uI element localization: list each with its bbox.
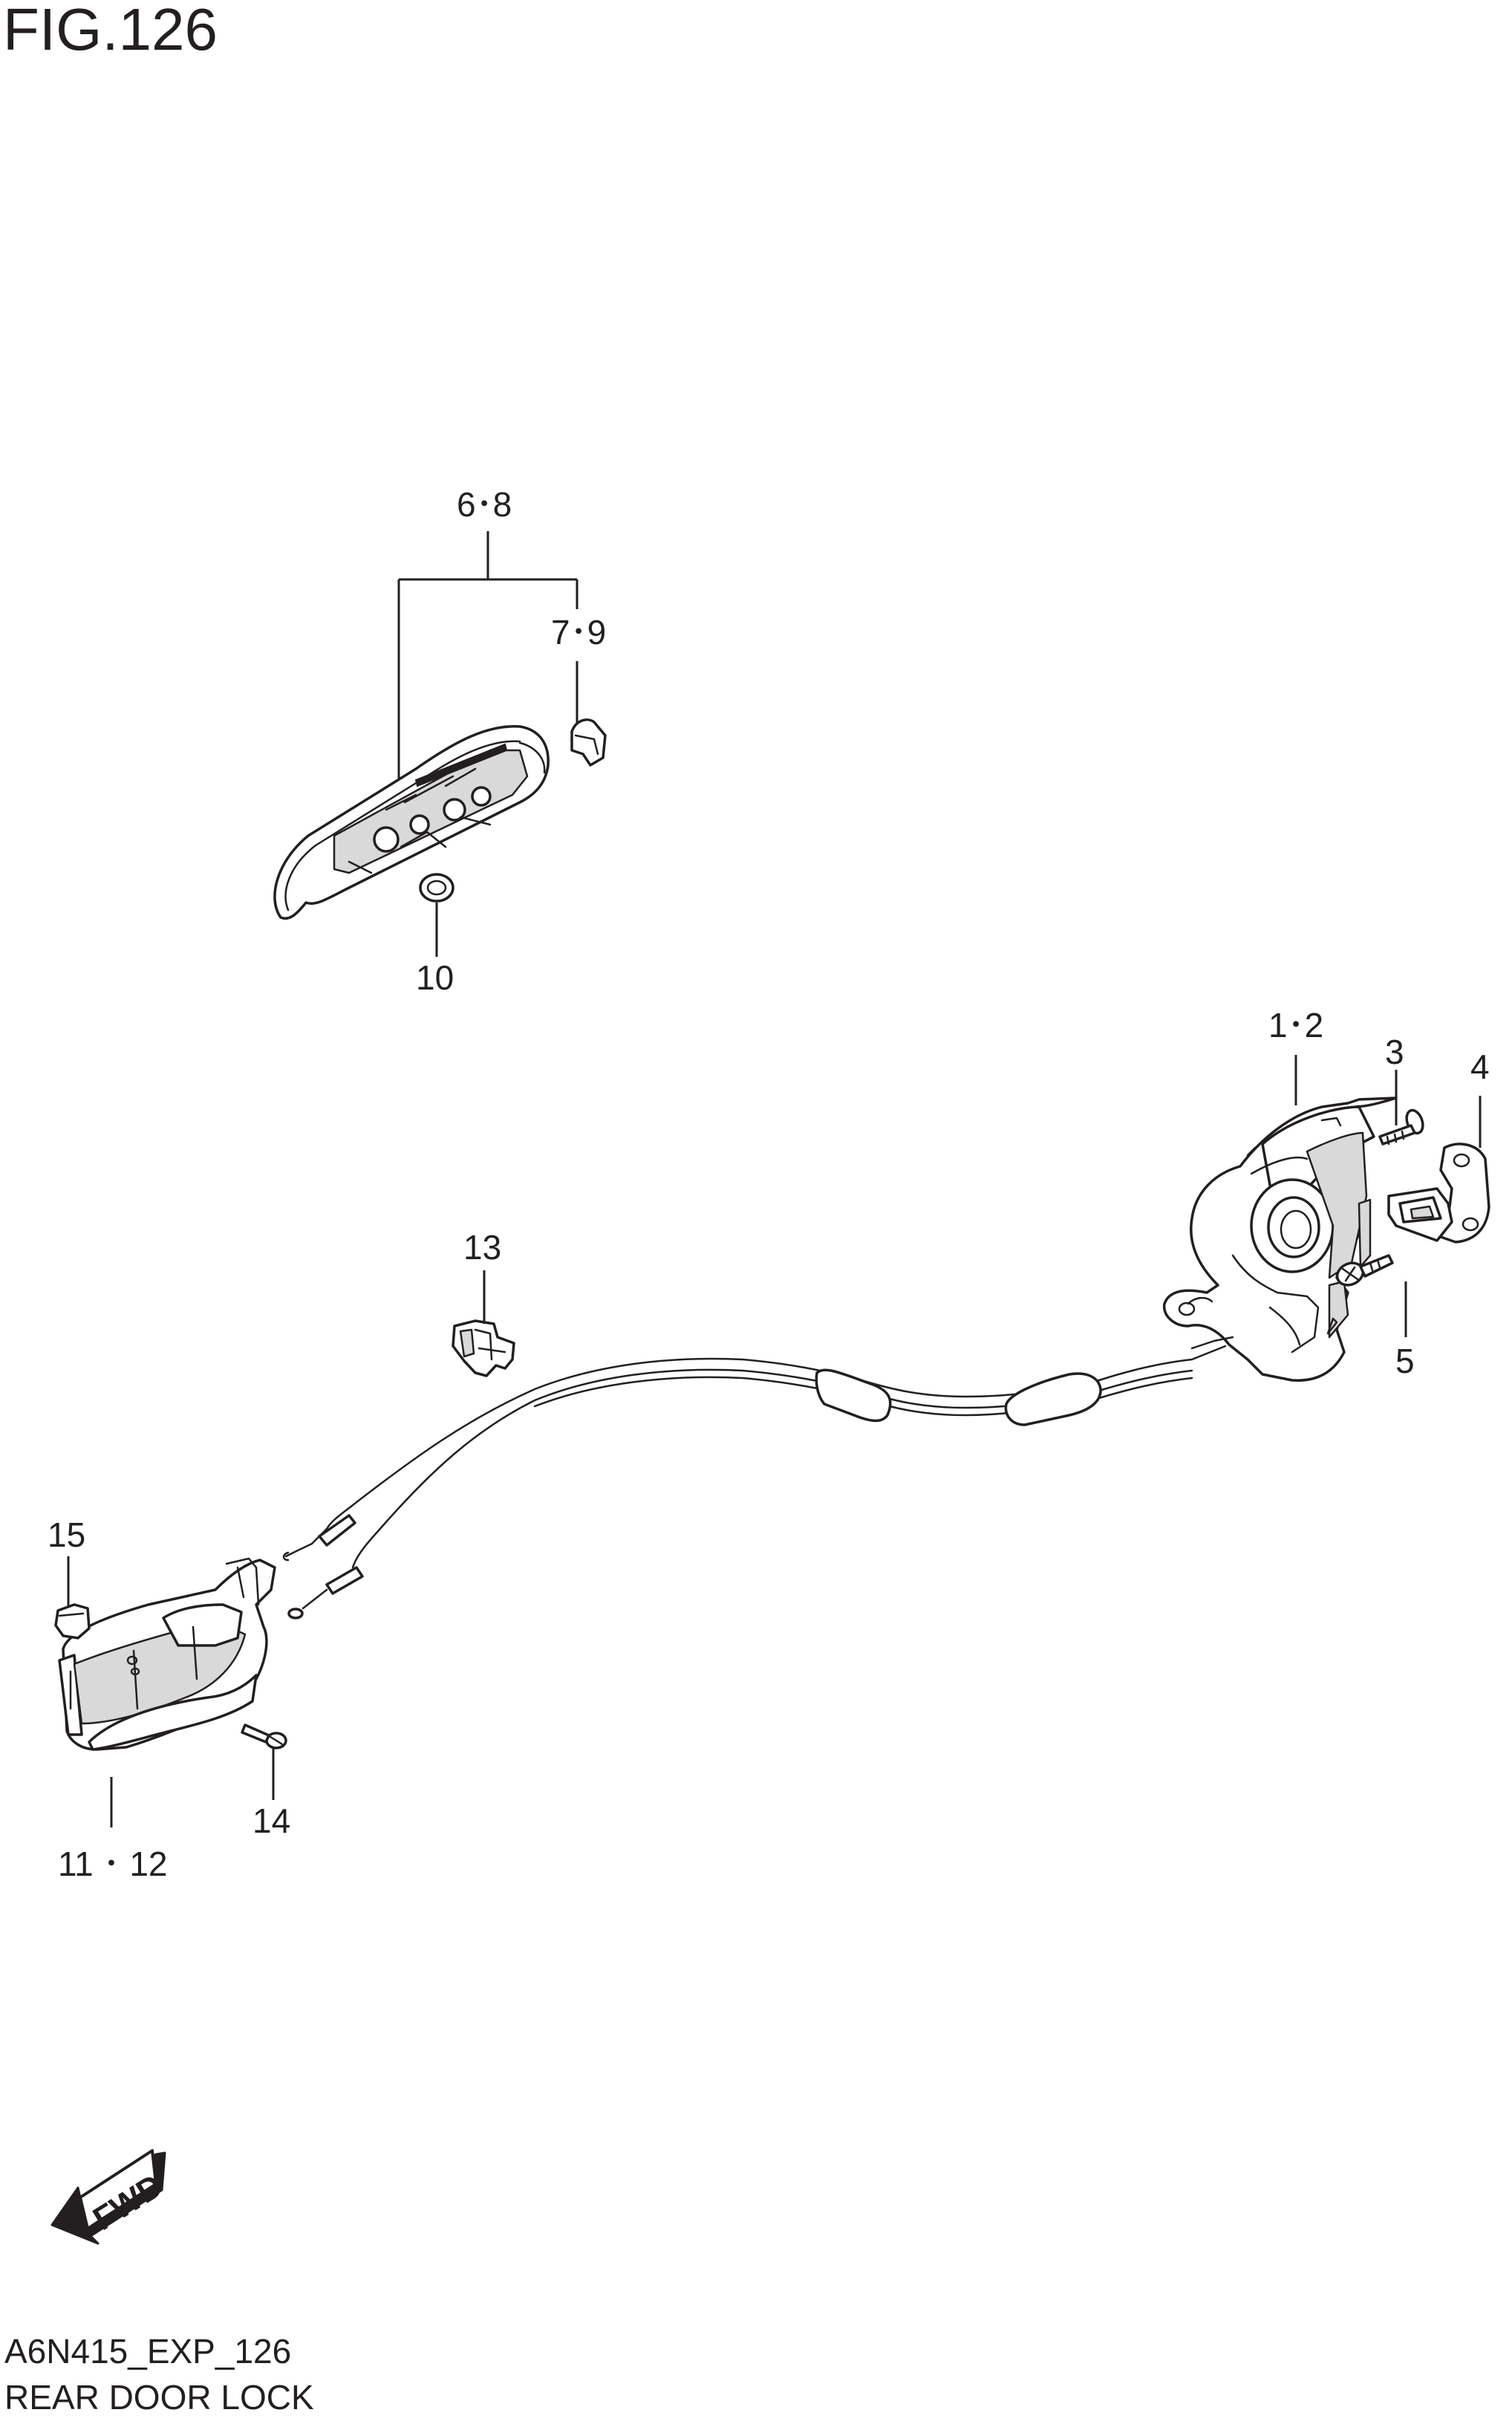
nut-part-10[interactable] <box>419 873 454 903</box>
screw-part-14[interactable] <box>241 1723 287 1749</box>
fwd-arrow-icon: FWD <box>50 2149 169 2245</box>
callout-1-2: 1･2 <box>1268 1006 1323 1044</box>
figure-title: FIG.126 <box>3 0 218 62</box>
callout-15: 15 <box>48 1515 85 1554</box>
callout-3: 3 <box>1385 1033 1404 1071</box>
clip-part-13[interactable] <box>452 1319 515 1377</box>
door-lock-assembly-part-1-2[interactable] <box>1162 1096 1398 1382</box>
figure-name: REAR DOOR LOCK <box>4 2378 314 2417</box>
cap-part-15[interactable] <box>54 1603 91 1640</box>
outside-handle-part-6-8[interactable] <box>273 725 550 920</box>
callout-11-12: 11 ･ 12 <box>58 1845 167 1883</box>
leader-lines <box>67 531 1482 1827</box>
screw-part-3[interactable] <box>1378 1108 1426 1146</box>
callout-13: 13 <box>463 1228 501 1267</box>
striker-part-4[interactable] <box>1387 1143 1490 1244</box>
inside-handle-part-11-12[interactable] <box>58 1557 276 1751</box>
reference-code: A6N415_EXP_126 <box>4 2332 292 2371</box>
release-cables <box>282 1336 1234 1619</box>
screw-part-5[interactable] <box>1334 1254 1394 1289</box>
cap-part-7-9[interactable] <box>570 718 607 767</box>
callout-7-9: 7･9 <box>551 613 606 652</box>
callout-10: 10 <box>416 958 454 997</box>
callout-14: 14 <box>252 1801 290 1840</box>
callout-4: 4 <box>1470 1047 1490 1086</box>
callout-6-8: 6･8 <box>457 485 512 524</box>
callout-5: 5 <box>1395 1342 1415 1380</box>
